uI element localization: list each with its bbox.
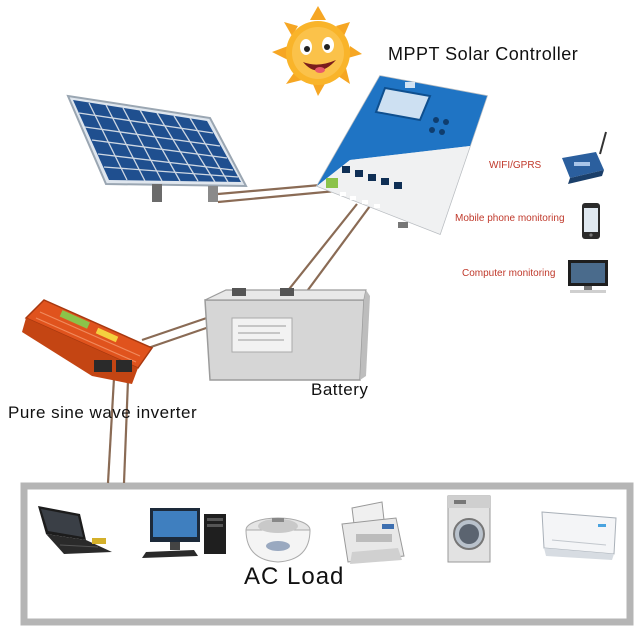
mobile-monitoring-label: Mobile phone monitoring: [455, 213, 565, 224]
computer-monitor-icon: [568, 260, 608, 293]
load-wire-1: [106, 377, 116, 484]
ac-load-label: AC Load: [244, 563, 345, 590]
panel-wire-1: [217, 182, 333, 196]
battery-wire-2: [301, 205, 371, 299]
diagram-title: MPPT Solar Controller: [388, 44, 579, 64]
solar-panel-icon: [66, 94, 248, 202]
battery-label: Battery: [311, 380, 369, 399]
desktop-pc-icon: [142, 508, 226, 558]
laptop-icon: [38, 506, 112, 554]
wifi-gprs-module-icon: [562, 131, 607, 184]
washing-machine-icon: [447, 495, 491, 563]
air-conditioner-icon: [541, 511, 617, 560]
battery-icon: [204, 288, 370, 381]
wifi-gprs-label: WIFI/GPRS: [489, 160, 542, 171]
printer-icon: [341, 501, 405, 564]
ac-load-frame: [20, 482, 634, 626]
mppt-controller-icon: [315, 75, 488, 235]
battery-wire-1: [281, 203, 358, 299]
mobile-phone-icon: [582, 203, 600, 239]
inverter-label: Pure sine wave inverter: [8, 403, 198, 422]
panel-wire-2: [217, 189, 337, 204]
load-wire-2: [122, 379, 130, 484]
inverter-icon: [22, 299, 154, 384]
rice-cooker-icon: [245, 517, 311, 563]
sun-mascot-icon: [272, 6, 362, 96]
computer-monitoring-label: Computer monitoring: [462, 268, 556, 279]
